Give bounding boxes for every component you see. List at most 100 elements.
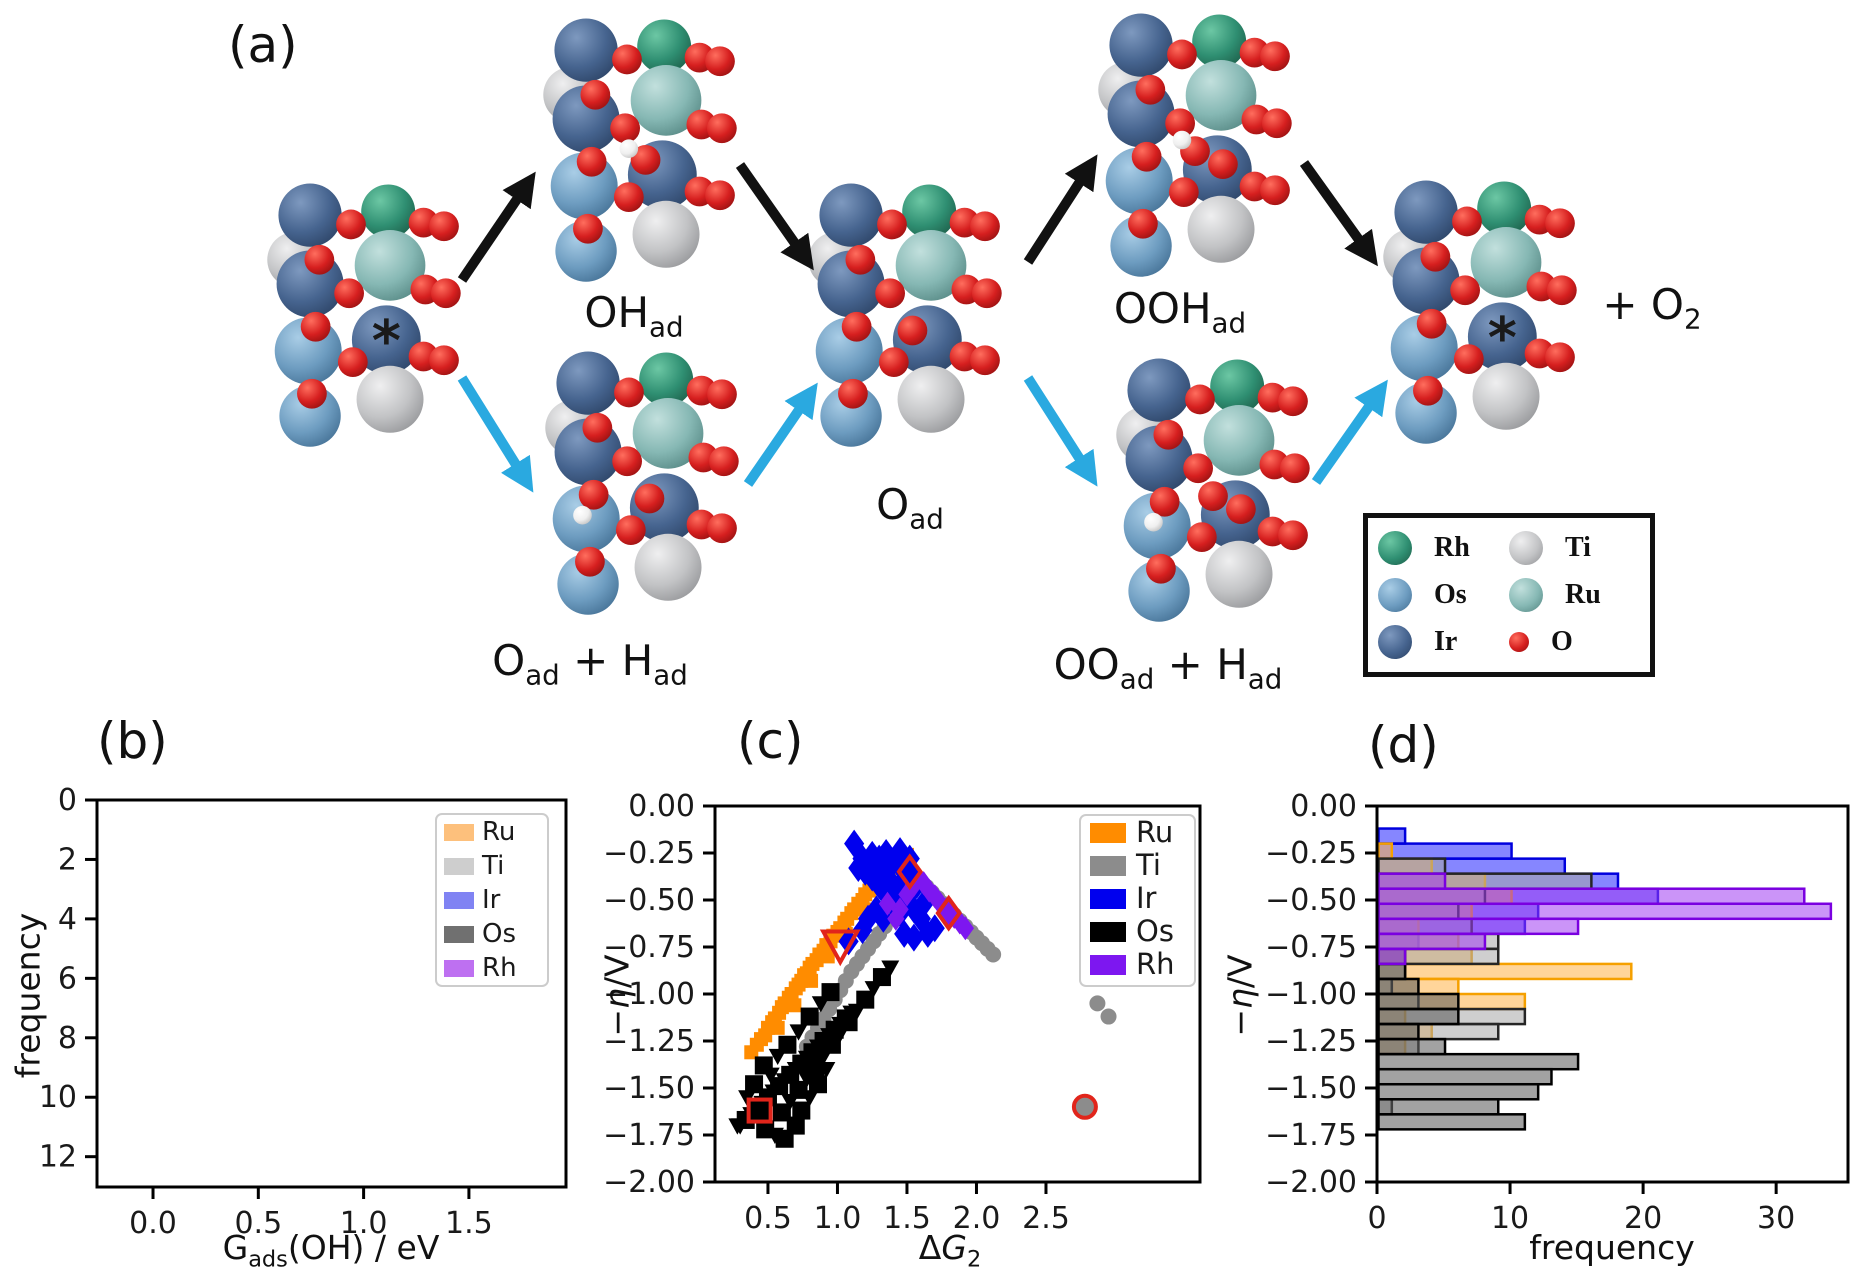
atom-ir-icon <box>1394 180 1458 244</box>
atom-o-icon <box>1545 342 1575 373</box>
plot-frame-b <box>95 798 568 1189</box>
atom-o-icon <box>630 145 661 175</box>
hist-bar <box>1377 842 1513 860</box>
data-point <box>839 1013 858 1032</box>
atom-o-icon <box>877 209 907 240</box>
legend-swatch-os <box>1090 922 1126 942</box>
atom-o-icon <box>1167 39 1197 70</box>
atom-ti-icon <box>634 533 702 601</box>
atom-o-icon <box>610 113 640 144</box>
atom-o-icon <box>705 180 735 211</box>
data-point <box>1100 1008 1117 1025</box>
atom-o-icon <box>705 46 735 77</box>
label-oh-ad: OHad <box>584 288 684 344</box>
legend-label-ru: Ru <box>1136 815 1173 849</box>
atom-ir-icon <box>278 183 342 247</box>
data-point <box>894 919 915 948</box>
panel-a-label: (a) <box>228 16 298 74</box>
hist-bar <box>1377 902 1833 921</box>
o-sphere-icon <box>1509 632 1529 653</box>
data-point <box>786 1116 805 1135</box>
data-point <box>822 1035 841 1054</box>
atom-o-icon <box>1278 520 1308 551</box>
atom-os-icon <box>555 220 617 282</box>
atom-o-icon <box>575 546 605 577</box>
ti-sphere-icon <box>1509 530 1543 565</box>
y-tick-label: 6 <box>58 961 77 996</box>
atom-o-icon <box>612 446 642 477</box>
atom-o-icon <box>297 378 327 409</box>
atom-rh-icon <box>902 184 957 239</box>
hist-bar <box>1377 1022 1420 1041</box>
atom-o-icon <box>1420 241 1451 272</box>
hist-bar <box>1377 1113 1527 1131</box>
atom-ti-icon <box>1187 195 1255 263</box>
reaction-arrow-cyan <box>1023 375 1098 487</box>
hist-bar <box>1377 1052 1580 1071</box>
y-tick-label: 10 <box>39 1080 77 1115</box>
atom-ru-icon <box>1470 227 1542 298</box>
structure-clean-surface-final: * <box>1383 180 1577 444</box>
atom-ir-icon <box>1127 358 1191 422</box>
atom-o-icon <box>573 213 603 244</box>
legend-a-label: Ti <box>1565 531 1591 563</box>
legend-a-entry-ir: Ir <box>1378 625 1509 660</box>
structure-clean-surface: * <box>267 183 461 447</box>
atom-rh-icon <box>1192 14 1247 69</box>
legend-label-ir: Ir <box>482 885 501 915</box>
atom-o-icon <box>612 44 642 75</box>
atom-o-icon <box>1453 344 1484 374</box>
atom-o-icon <box>875 278 905 309</box>
atom-o-icon <box>1153 419 1184 450</box>
atom-ti-icon <box>897 365 965 433</box>
y-tick-label: −0.50 <box>1265 883 1357 918</box>
atom-o-icon <box>1450 275 1480 306</box>
data-point <box>778 1035 797 1054</box>
label-oo-plus-h: OOad + Had <box>1053 640 1283 696</box>
atom-o-icon <box>1131 141 1162 172</box>
atom-o-icon <box>1146 553 1176 584</box>
data-point <box>754 1056 773 1075</box>
atom-ir-icon <box>556 351 620 415</box>
atom-o-icon <box>707 379 737 410</box>
data-point <box>881 960 900 977</box>
data-point <box>878 891 897 916</box>
atom-o-icon <box>429 345 459 376</box>
data-point <box>985 946 1002 963</box>
atom-h-icon <box>619 139 639 159</box>
structure-ooh-adsorbed <box>1098 13 1292 277</box>
reaction-arrow-cyan <box>1311 379 1388 485</box>
atom-os-icon <box>557 553 619 615</box>
legend-swatch-rh <box>444 960 474 977</box>
data-point <box>856 990 875 1009</box>
data-point <box>887 906 905 931</box>
atom-rh-icon <box>1210 359 1265 414</box>
atom-o-icon <box>838 378 868 409</box>
hist-bar <box>1377 917 1580 936</box>
data-point <box>872 968 891 987</box>
legend-swatch-ru <box>1090 823 1126 843</box>
legend-a-label: Ru <box>1565 578 1601 610</box>
y-tick-label: −0.75 <box>1265 930 1357 965</box>
ir-sphere-icon <box>1378 625 1412 660</box>
hist-bar <box>1377 1037 1447 1056</box>
atom-os-icon <box>820 385 882 447</box>
y-tick-label: 0 <box>58 783 77 818</box>
atom-o-icon <box>1226 494 1256 525</box>
y-tick-label: 0.00 <box>1290 789 1357 824</box>
atom-o-icon <box>970 345 1000 376</box>
c-xlabel: ΔG2 <box>918 1228 982 1273</box>
reaction-arrow-cyan <box>743 382 818 487</box>
atom-o-icon <box>614 377 644 408</box>
data-point <box>903 895 925 924</box>
y-tick-label: −1.50 <box>1265 1071 1357 1106</box>
y-tick-label: −1.00 <box>1265 977 1357 1012</box>
hist-bar <box>1377 947 1407 966</box>
data-point <box>800 1090 819 1107</box>
